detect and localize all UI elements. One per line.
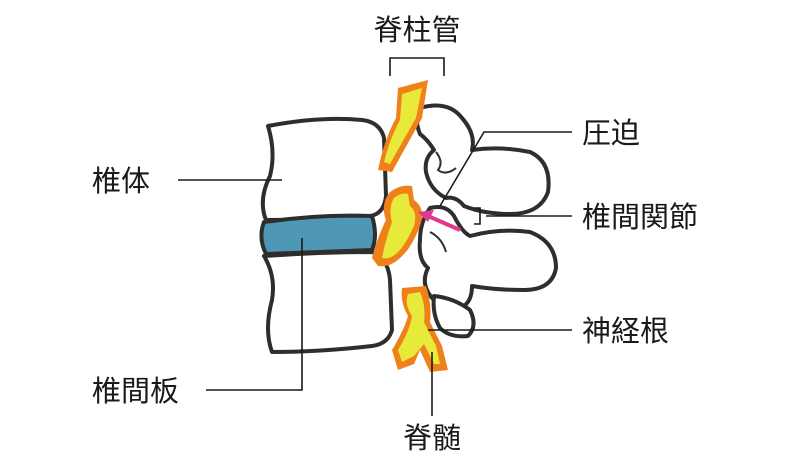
disc-leader <box>206 238 303 391</box>
label-nerve-root: 神経根 <box>582 314 669 348</box>
label-compression: 圧迫 <box>582 116 640 150</box>
label-spinal-canal: 脊柱管 <box>373 13 460 47</box>
compression-leader <box>439 131 572 207</box>
lower-posterior-element <box>417 205 558 310</box>
spinal-cord-middle-inner <box>382 193 416 259</box>
label-intervertebral-disc: 椎間板 <box>92 374 179 408</box>
facet-joint-bracket <box>474 207 481 225</box>
spinal-cord-upper-inner <box>384 88 422 164</box>
compression-arrow-shaft <box>427 214 461 232</box>
upper-posterior-element <box>415 103 551 216</box>
spinal-canal-bracket <box>389 57 445 76</box>
lower-facet-curve <box>429 231 447 253</box>
intervertebral-disc <box>259 213 377 256</box>
upper-facet-notch <box>435 151 457 174</box>
compression-arrow-head <box>418 210 434 222</box>
lower-vertebral-body <box>262 250 394 354</box>
nerve-root-inner <box>398 292 440 364</box>
label-vertebral-body: 椎体 <box>92 164 150 198</box>
label-facet-joint: 椎間関節 <box>582 200 698 234</box>
label-spinal-cord: 脊髄 <box>403 421 461 455</box>
lower-lamina <box>431 294 476 339</box>
upper-vertebral-body <box>260 116 388 222</box>
